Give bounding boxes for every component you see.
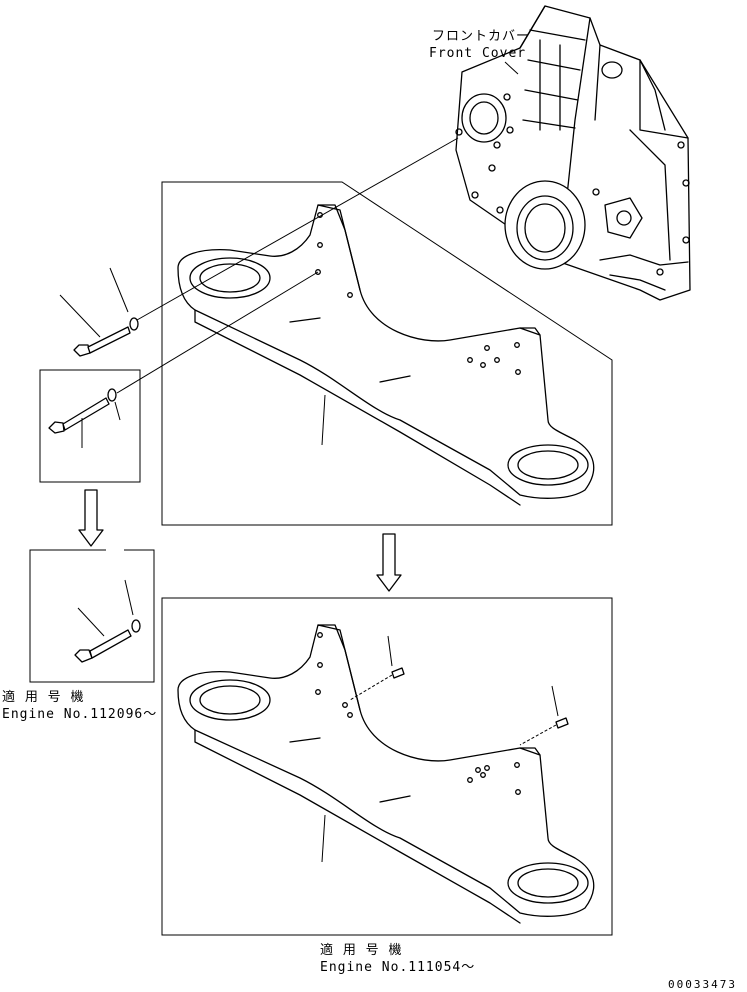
lower-engine-support-bracket: [177, 624, 595, 924]
bolt-detail-frame: [39, 369, 141, 483]
bolt-alignment-line-1: [136, 137, 459, 321]
front-cover-label-jp: フロントカバー: [432, 29, 530, 44]
bolt-assembly-replacement: [74, 579, 141, 663]
replacement-detail-frame: [29, 549, 155, 683]
bolt-assembly-detail: [48, 388, 121, 448]
lower-detail-frame: [161, 597, 613, 936]
arrow-down-middle: [376, 533, 402, 592]
front-cover-leader: [504, 61, 519, 75]
arrow-down-left: [78, 489, 104, 547]
front-cover-drawing: [455, 5, 691, 301]
upper-engine-support-bracket: [177, 204, 595, 506]
serial-bottom-label-jp: 適 用 号 機: [320, 942, 402, 958]
serial-left-label-en: Engine No.112096〜: [2, 707, 157, 722]
serial-bottom-label-en: Engine No.111054〜: [320, 960, 475, 975]
bolt-assembly-upper: [59, 267, 139, 357]
front-cover-label-en: Front Cover: [429, 46, 526, 61]
bolt-alignment-line-2: [116, 271, 319, 394]
serial-left-label-jp: 適 用 号 機: [2, 689, 84, 705]
upper-detail-frame: [161, 181, 613, 526]
drawing-number: 00033473: [668, 978, 737, 991]
